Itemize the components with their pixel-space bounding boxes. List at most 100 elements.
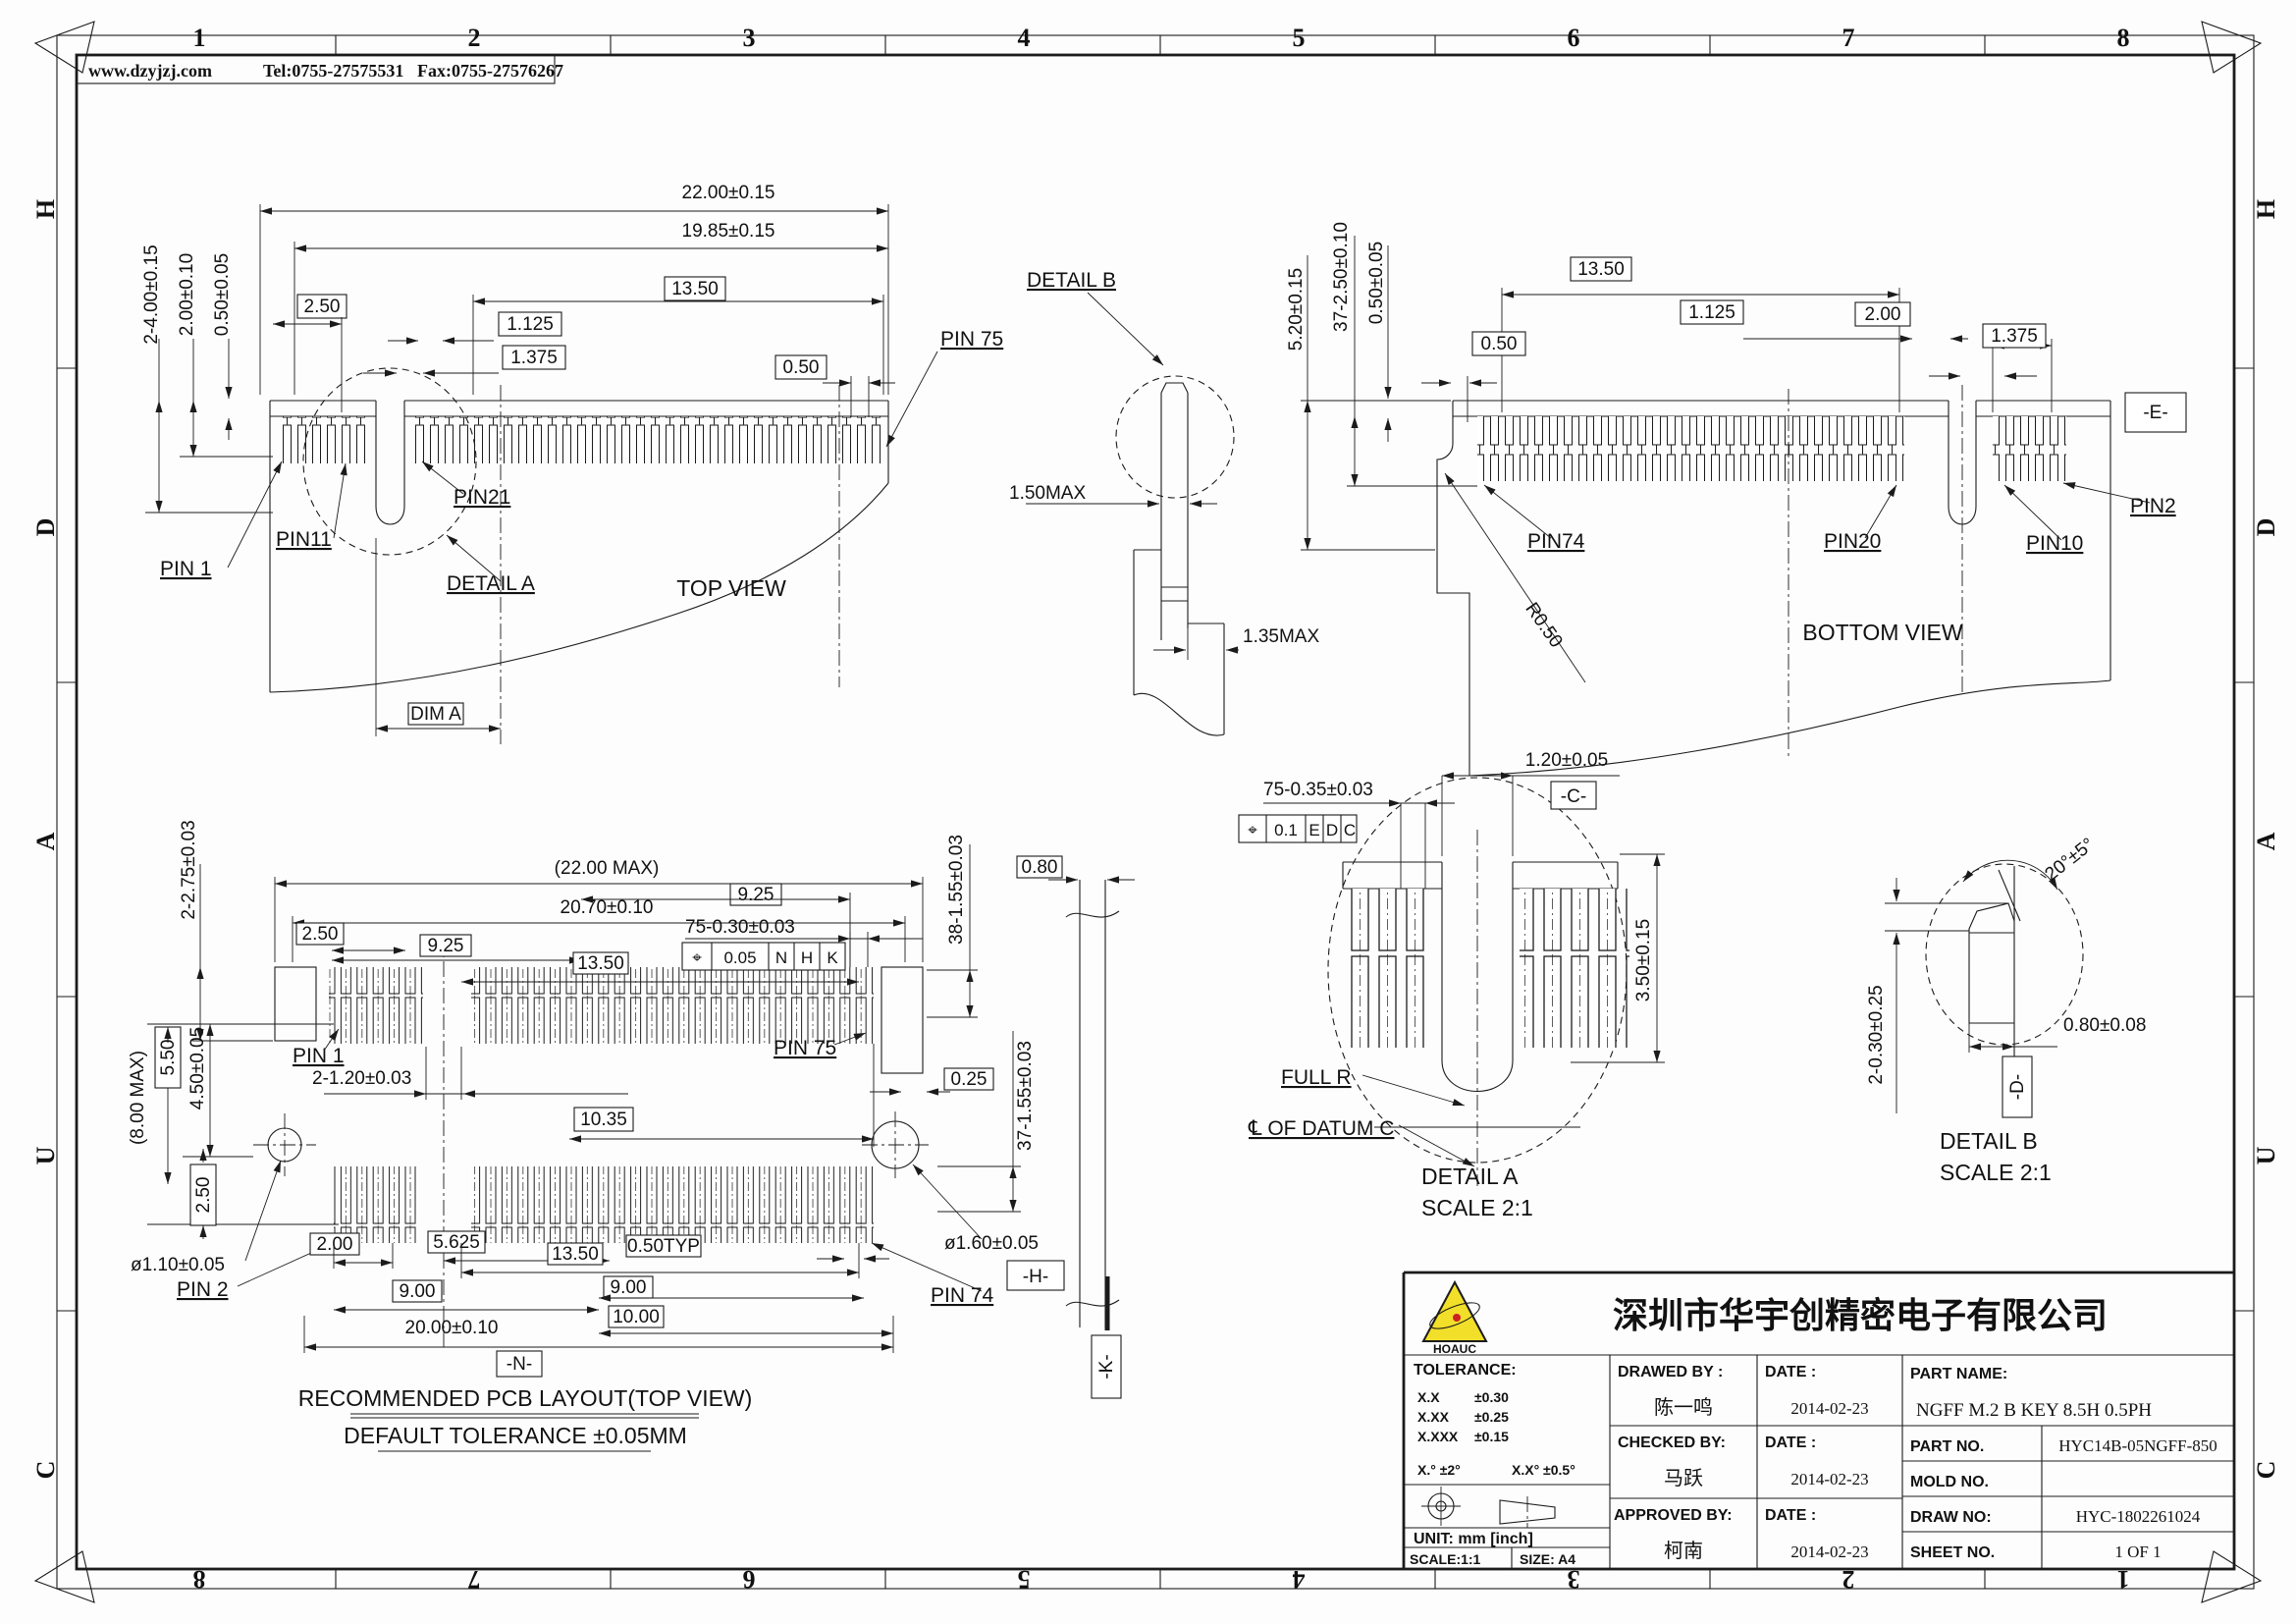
pin74-label: PIN74: [1527, 530, 1585, 553]
zone-left-2: D: [31, 518, 60, 537]
top-view: 22.00±0.15 19.85±0.15 13.50 2.50 1.125 1…: [141, 183, 1003, 744]
pcb-dim-250: 2.50: [302, 924, 339, 945]
detail-b-callout-circle: [1115, 375, 1235, 499]
fcf-a-d3: C: [1344, 821, 1356, 839]
zone-top-7: 7: [1842, 24, 1855, 52]
cl-datum-c-label: ℄ OF DATUM C: [1248, 1117, 1394, 1140]
pcb-subtitle: DEFAULT TOLERANCE ±0.05MM: [344, 1423, 687, 1448]
top-view-title: TOP VIEW: [676, 575, 786, 601]
datum-d: -D-: [2007, 1074, 2028, 1100]
approved-by-name: 柯南: [1664, 1540, 1703, 1562]
zone-right-5: C: [2252, 1461, 2280, 1480]
date-2: 2014-02-23: [1790, 1470, 1868, 1489]
fcf-a-d2: D: [1326, 821, 1338, 839]
projection-symbol: [1421, 1487, 1556, 1528]
bv-dim-1375: 1.375: [1991, 326, 2038, 347]
pin75-label: PIN 75: [940, 328, 1003, 351]
fcf-top-symbol: ⌖: [692, 948, 702, 967]
bottom-view-pins-long: [1477, 416, 1904, 481]
da-dim-120: 1.20±0.05: [1525, 750, 1608, 771]
approved-by-label: APPROVED BY:: [1614, 1507, 1733, 1524]
dim-2x400: 2-4.00±0.15: [141, 244, 162, 344]
pcb-dim-2x120: 2-1.20±0.03: [312, 1068, 411, 1089]
angle-tol-2: X.X° ±0.5°: [1512, 1462, 1575, 1478]
sheet-border: 1 2 3 4 5 6 7 8 8 7 6 5 4 3 2 1 H D A U …: [31, 21, 2280, 1603]
drawed-by-name: 陈一鸣: [1654, 1396, 1713, 1419]
pcb-dim-38x155: 38-1.55±0.03: [946, 835, 967, 945]
zone-left-3: A: [31, 832, 60, 850]
bv-dim-050pm: 0.50±0.05: [1366, 242, 1387, 324]
zone-bottom-7: 2: [1842, 1565, 1855, 1594]
unit-label: UNIT: mm [inch]: [1414, 1531, 1533, 1547]
pcb-dim-2070: 20.70±0.10: [561, 897, 654, 918]
detail-b-callout-label: DETAIL B: [1027, 269, 1116, 292]
zone-bottom-8: 1: [2117, 1565, 2130, 1594]
zone-bottom-4: 5: [1018, 1565, 1031, 1594]
zone-bottom-6: 3: [1568, 1565, 1580, 1594]
pcb-pin74-label: PIN 74: [931, 1284, 994, 1307]
top-view-pins-left: [278, 416, 366, 463]
tolerance-label: TOLERANCE:: [1414, 1362, 1517, 1379]
dim-050: 0.50: [783, 357, 820, 378]
fcf-a-d1: E: [1308, 821, 1319, 839]
pcb-dim-200b: 2.00: [317, 1234, 353, 1255]
detail-a-pads-right: [1520, 889, 1629, 1048]
mold-no-label: MOLD NO.: [1910, 1474, 1989, 1490]
detail-a-title: DETAIL A: [1421, 1164, 1519, 1189]
datum-n: -N-: [507, 1354, 532, 1375]
db-dim-2x030: 2-0.30±0.25: [1866, 985, 1887, 1084]
pcb-dim-1035: 10.35: [580, 1110, 627, 1130]
pin20-label: PIN20: [1824, 530, 1881, 553]
logo-accent-dot: [1453, 1314, 1461, 1322]
tol-v2: ±0.25: [1474, 1409, 1509, 1425]
pcb-pads-top-right: [471, 967, 874, 1044]
zone-top-3: 3: [743, 24, 756, 52]
date-3: 2014-02-23: [1790, 1543, 1868, 1561]
bottom-view-title: BOTTOM VIEW: [1802, 620, 1962, 645]
pcb-pads-top-left: [329, 967, 423, 1044]
dim-22: 22.00±0.15: [682, 183, 775, 203]
top-view-pins-right: [412, 416, 886, 463]
dim-a-label: DIM A: [410, 704, 461, 725]
company-logo: HOAUC: [1421, 1279, 1488, 1356]
da-dim-75x035: 75-0.35±0.03: [1263, 780, 1373, 800]
pcb-pin75-label: PIN 75: [774, 1037, 836, 1059]
draw-no-value: HYC-1802261024: [2076, 1507, 2201, 1526]
pcb-dim-800max: (8.00 MAX): [128, 1051, 148, 1145]
pcb-pads-bottom-left: [334, 1166, 417, 1243]
zone-top-2: 2: [468, 24, 481, 52]
dim-250: 2.50: [304, 297, 341, 317]
detail-a-scale: SCALE 2:1: [1421, 1195, 1533, 1220]
bv-dim-1350: 13.50: [1577, 259, 1625, 280]
pcb-dim-2x275: 2-2.75±0.03: [179, 820, 199, 919]
datum-h: -H-: [1023, 1267, 1048, 1287]
pcb-dim-925R: 9.25: [738, 885, 774, 905]
fcf-top-d2: H: [801, 948, 813, 967]
fcf-a-tol: 0.1: [1274, 821, 1298, 839]
fcf-top-d3: K: [827, 948, 838, 967]
detail-b-scale: SCALE 2:1: [1940, 1160, 2052, 1185]
datum-k: -K-: [1096, 1354, 1117, 1379]
dim-135max: 1.35MAX: [1243, 626, 1319, 647]
zone-right-4: U: [2252, 1146, 2280, 1164]
zone-top-6: 6: [1568, 24, 1580, 52]
title-block: HOAUC 深圳市华宇创精密电子有限公司 TOLERANCE: X.X ±0.3…: [1402, 1271, 2234, 1569]
date-label-1: DATE :: [1765, 1364, 1816, 1380]
detail-a-callout-label: DETAIL A: [447, 572, 535, 595]
pcb-dim-050typ: 0.50TYP: [627, 1236, 700, 1257]
pcb-dim-1000: 10.00: [613, 1307, 660, 1327]
zone-top-1: 1: [193, 24, 206, 52]
pin21-label: PIN21: [454, 486, 510, 509]
datum-c: -C-: [1561, 786, 1586, 807]
pcb-dim-5625: 5.625: [433, 1232, 480, 1253]
fcf-top: ⌖ 0.05 N H K: [681, 942, 846, 971]
pin1-label: PIN 1: [160, 558, 212, 580]
date-1: 2014-02-23: [1790, 1399, 1868, 1418]
zone-left-1: H: [31, 199, 60, 219]
pcb-dim-900l: 9.00: [400, 1281, 436, 1302]
fcf-top-d1: N: [775, 948, 787, 967]
pcb-dim-250v: 2.50: [193, 1177, 214, 1214]
size-label: SIZE: A4: [1520, 1551, 1575, 1567]
da-dim-350: 3.50±0.15: [1633, 919, 1654, 1001]
